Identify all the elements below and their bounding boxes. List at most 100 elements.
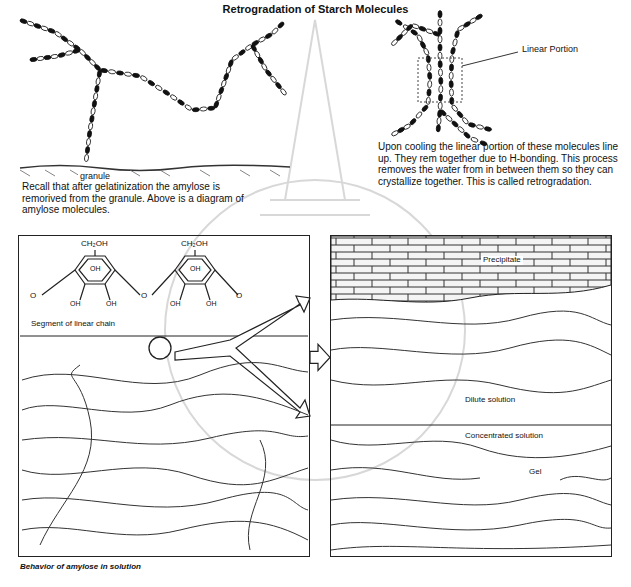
glucose-bead [30,57,38,62]
panel-label: Dilute solution [463,396,517,405]
glucose-bead [426,97,431,104]
label: granule [78,171,112,181]
glucose-bead [280,88,288,96]
glucose-bead [391,130,399,137]
glucose-bead [454,30,460,38]
glucose-bead [170,94,178,101]
panel-label: Precipitate [481,256,523,265]
glucose-bead [463,131,471,139]
glucose-bead [65,50,73,56]
glucose-bead [439,109,447,117]
glucose-bead [271,27,279,35]
glucose-bead [132,73,140,78]
block-arrow [310,344,330,370]
glucose-bead [432,31,440,37]
divider [20,336,308,337]
glucose-bead [72,48,80,54]
glucose-bead [450,97,454,104]
glucose-bead [427,80,432,87]
glucose-rings [42,250,238,300]
glucose-bead [87,130,92,138]
panel-box: Segment of linear chain [18,235,310,557]
chain-lines [331,311,611,550]
glucose-bead [468,122,476,128]
glucose-bead [147,79,155,86]
glucose-bead [140,75,148,82]
label: Linear Portion [522,44,578,54]
glucose-bead [37,56,45,61]
glucose-bead [91,107,96,115]
label: O [30,291,36,300]
glucose-bead [438,44,442,51]
glucose-bead [265,69,273,77]
glucose-bead [58,52,66,58]
label: OH [70,300,81,308]
glucose-bead [423,48,430,56]
glucose-bead [421,104,429,112]
glucose-bead [452,39,458,47]
glucose-bead [94,85,99,93]
glucose-bead [26,21,34,27]
glucose-bead [438,102,442,109]
label: OH [90,265,101,273]
glucose-bead [449,81,453,88]
label: O [141,291,147,300]
granule-surface [20,165,290,170]
title: Retrogradation of Starch Molecules [0,3,631,16]
glucose-bead [221,79,227,87]
glucose-bead [438,11,442,18]
glucose-bead [391,39,399,47]
glucose-bead [427,72,432,79]
glucose-bead [192,107,200,112]
glucose-bead [415,111,423,119]
amylose-chains [19,11,492,162]
glucose-bead [218,86,224,94]
glucose-bead [451,120,459,128]
panel-label: Segment of linear chain [29,320,117,329]
glucose-bead [200,107,208,112]
glucose-bead [449,89,453,96]
leader-line [462,52,518,66]
glucose-bead [277,21,285,29]
glucose-bead [238,49,246,57]
glucose-bead [438,36,442,43]
label: Upon cooling the linear portion of these… [378,141,626,187]
glucose-bead [426,55,431,62]
glucose-bead [96,77,101,85]
glucose-bead [438,61,442,68]
label: OH [170,300,181,308]
glucose-bead [51,54,59,59]
glucose-bead [231,54,239,62]
glucose-bead [124,72,132,77]
glucose-bead [213,100,219,108]
label: Recall that after gelatinization the amy… [22,181,267,216]
glucose-bead [40,25,48,31]
glucose-bead [100,68,108,73]
label: CH₂OH [181,239,208,248]
panel-label: Gel [527,468,543,477]
amylose-coil [149,337,171,359]
label: OH [106,300,117,308]
glucose-bead [427,89,432,96]
label: O [236,291,242,300]
glucose-bead [425,28,433,34]
glucose-bead [88,122,93,130]
glucose-bead [177,99,185,106]
glucose-bead [47,28,55,34]
glucose-bead [449,64,453,71]
glucose-bead [456,110,464,118]
glucose-bead [437,117,442,125]
glucose-bead [92,100,97,108]
glucose-bead [270,75,278,83]
linear-portion-frame [418,58,462,102]
fork-arrow [175,296,310,418]
glucose-bead [418,26,426,32]
glucose-bead [439,77,443,84]
glucose-bead [265,32,273,39]
glucose-bead [162,89,170,96]
glucose-bead [445,114,453,122]
caption: Behavior of amylose in solution [20,562,141,571]
glucose-bead [84,154,89,162]
